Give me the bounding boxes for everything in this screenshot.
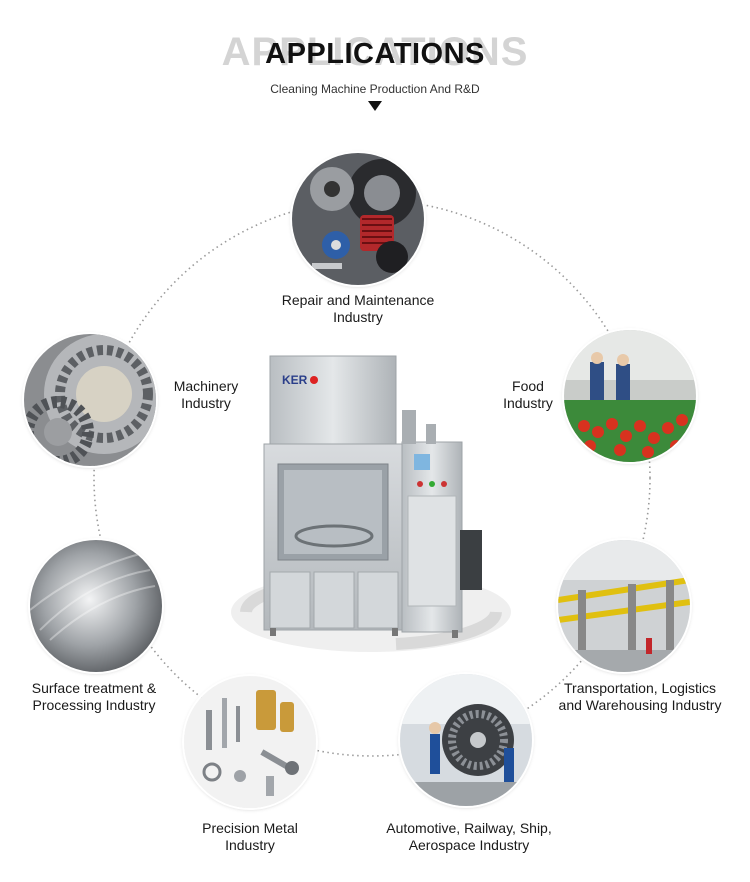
background-title: APPLICATIONS <box>221 30 529 74</box>
brand-logo-text: KER <box>282 373 308 387</box>
surface-treatment-image <box>30 540 162 672</box>
down-arrow-icon <box>368 101 382 111</box>
industry-label-aerospace: Automotive, Railway, Ship,Aerospace Indu… <box>386 820 552 853</box>
logistics-industry-image <box>558 540 690 672</box>
page-subtitle: Cleaning Machine Production And R&D <box>270 82 480 96</box>
cleaning-machine-image: KER <box>231 355 511 652</box>
aerospace-industry-image <box>400 674 532 806</box>
precision-metal-image <box>184 676 316 808</box>
brand-logo: KER <box>282 373 318 387</box>
food-industry-image <box>564 330 696 462</box>
industry-label-surface: Surface treatment &Processing Industry <box>31 680 157 713</box>
repair-maintenance-image <box>292 153 424 285</box>
machinery-industry-image <box>24 334 156 466</box>
page-title: APPLICATIONS <box>265 38 485 70</box>
